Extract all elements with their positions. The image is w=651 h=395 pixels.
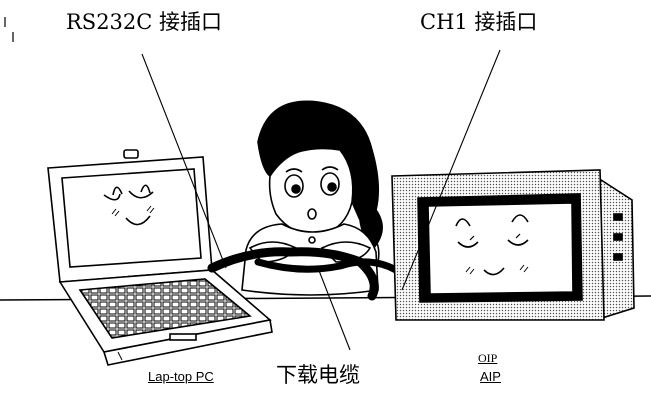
cable-illustration (207, 247, 400, 301)
leader-lines (141, 49, 501, 351)
ch1-leader (401, 49, 501, 291)
oip-monitor-illustration (391, 169, 635, 321)
oip-label: OIP (478, 351, 498, 365)
download-cable-label: 下载电缆 (276, 363, 360, 387)
aip-label: AIP (480, 369, 501, 384)
rs232c-leader (141, 53, 227, 269)
laptop-label: Lap-top PC (148, 369, 214, 384)
rs232c-port-label: RS232C 接插口 (66, 10, 223, 34)
girl-illustration (241, 100, 383, 296)
ch1-port-label: CH1 接插口 (420, 10, 538, 34)
cable-leader (317, 267, 351, 351)
corner-mark (4, 17, 14, 42)
